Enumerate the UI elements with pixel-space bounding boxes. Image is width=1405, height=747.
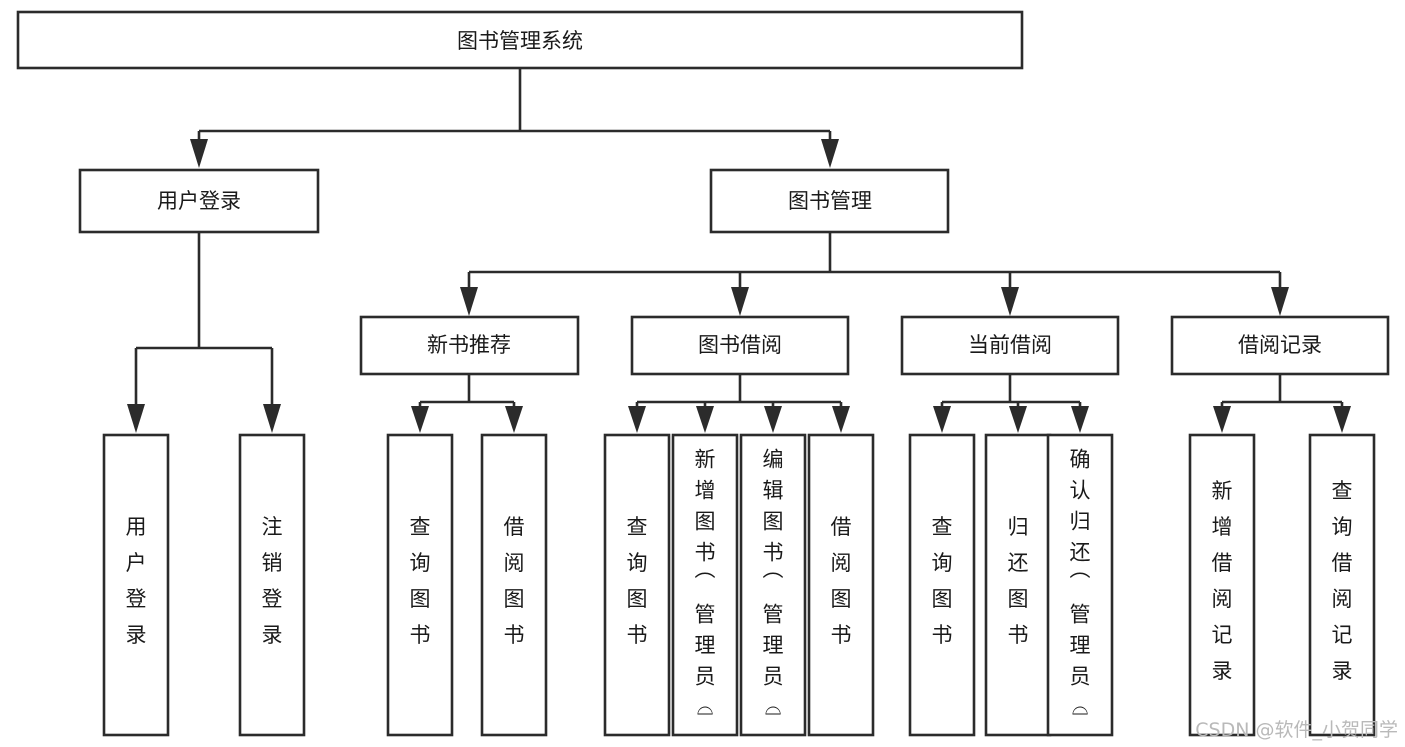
leaf-node-box[interactable] (807, 433, 875, 737)
leaf-node-label: 归还图书 (1008, 515, 1029, 647)
leaf-node-box[interactable] (386, 433, 454, 737)
leaf-node[interactable]: 查询借阅记录 (1308, 433, 1376, 737)
arrowhead-borrow-edit (764, 406, 782, 433)
leaf-node-box[interactable] (1046, 433, 1114, 737)
node-book-borrowing[interactable]: 图书借阅 (630, 315, 850, 376)
leaf-node-label: 注销登录 (262, 515, 283, 647)
leaf-node[interactable]: 确认归还⌒管理员⌓ (1046, 433, 1114, 737)
leaf-node-layer: 用户登录 注销登录 查询图书 借阅图书 查询图书 新增图书⌒管理员⌓ 编辑图书⌒管理员⌓ 借阅… (102, 433, 1376, 737)
root-node-box[interactable] (16, 10, 1024, 70)
leaf-node-box[interactable] (603, 433, 671, 737)
arrowhead-current-confirm (1071, 406, 1089, 433)
leaf-node[interactable]: 新增借阅记录 (1188, 433, 1256, 737)
leaf-node-label: 确认归还⌒管理员⌓ (1070, 448, 1091, 720)
current-borrowing-node-box[interactable] (900, 315, 1120, 376)
leaf-node-box[interactable] (238, 433, 306, 737)
csdn-watermark: CSDN @软件_小贺同学 (1195, 719, 1398, 741)
leaf-node-box[interactable] (1188, 433, 1256, 737)
arrowhead-borrow-add (696, 406, 714, 433)
book-management-node-box[interactable] (709, 168, 950, 234)
leaf-node[interactable]: 查询图书 (386, 433, 454, 737)
new-book-recommendation-node-label: 新书推荐 (427, 333, 511, 357)
arrowhead-leaf-user-login (127, 404, 145, 433)
leaf-node-label: 新增图书⌒管理员⌓ (695, 448, 716, 720)
arrowhead-book-borrow (731, 287, 749, 316)
root-node-label: 图书管理系统 (457, 29, 583, 53)
book-management-node-label: 图书管理 (788, 189, 872, 213)
leaf-node[interactable]: 新增图书⌒管理员⌓ (671, 433, 739, 737)
user-login-node-label: 用户登录 (157, 189, 241, 213)
leaf-node[interactable]: 归还图书 (984, 433, 1052, 737)
leaf-node-label: 查询图书 (410, 515, 431, 647)
borrowing-record-node-box[interactable] (1170, 315, 1390, 376)
arrowhead-borrow-record (1271, 287, 1289, 316)
leaf-node-box[interactable] (984, 433, 1052, 737)
arrowhead-current-return (1009, 406, 1027, 433)
leaf-node-label: 用户登录 (126, 515, 147, 647)
leaf-node-label: 查询借阅记录 (1332, 479, 1353, 683)
leaf-node-label: 借阅图书 (831, 515, 852, 647)
leaf-node-label: 新增借阅记录 (1212, 479, 1233, 683)
new-book-recommendation-node-box[interactable] (359, 315, 580, 376)
book-borrowing-node-box[interactable] (630, 315, 850, 376)
leaf-node-box[interactable] (739, 433, 807, 737)
arrowhead-record-query (1333, 406, 1351, 433)
leaf-node-box[interactable] (908, 433, 976, 737)
leaf-node[interactable]: 注销登录 (238, 433, 306, 737)
leaf-node-box[interactable] (671, 433, 739, 737)
book-borrowing-node-label: 图书借阅 (698, 333, 782, 357)
leaf-node[interactable]: 借阅图书 (807, 433, 875, 737)
node-book-management[interactable]: 图书管理 (709, 168, 950, 234)
leaf-node-label: 查询图书 (627, 515, 648, 647)
arrowhead-newbook-query (411, 406, 429, 433)
arrowhead-newbook-borrow (505, 406, 523, 433)
user-login-node-box[interactable] (78, 168, 320, 234)
node-new-book-recommendation[interactable]: 新书推荐 (359, 315, 580, 376)
leaf-node-label: 编辑图书⌒管理员⌓ (763, 448, 784, 720)
arrowhead-record-add (1213, 406, 1231, 433)
arrowhead-current-borrow (1001, 287, 1019, 316)
arrowhead-borrow-lend (832, 406, 850, 433)
connector-layer (127, 68, 1351, 433)
leaf-node-box[interactable] (480, 433, 548, 737)
leaf-node[interactable]: 编辑图书⌒管理员⌓ (739, 433, 807, 737)
leaf-node[interactable]: 用户登录 (102, 433, 170, 737)
arrowhead-borrow-query (628, 406, 646, 433)
leaf-node[interactable]: 查询图书 (603, 433, 671, 737)
leaf-node-label: 查询图书 (932, 515, 953, 647)
leaf-node-box[interactable] (102, 433, 170, 737)
leaf-node[interactable]: 借阅图书 (480, 433, 548, 737)
arrowhead-user-login (190, 139, 208, 168)
leaf-node-label: 借阅图书 (504, 515, 525, 647)
node-root-book-management-system[interactable]: 图书管理系统 (16, 10, 1024, 70)
arrowhead-current-query (933, 406, 951, 433)
arrowhead-book-mgmt (821, 139, 839, 168)
current-borrowing-node-label: 当前借阅 (968, 333, 1052, 357)
node-current-borrowing[interactable]: 当前借阅 (900, 315, 1120, 376)
arrowhead-leaf-logout (263, 404, 281, 433)
arrowhead-new-book-rec (460, 287, 478, 316)
borrowing-record-node-label: 借阅记录 (1238, 333, 1322, 357)
node-user-login[interactable]: 用户登录 (78, 168, 320, 234)
leaf-node[interactable]: 查询图书 (908, 433, 976, 737)
node-borrowing-record[interactable]: 借阅记录 (1170, 315, 1390, 376)
leaf-node-box[interactable] (1308, 433, 1376, 737)
